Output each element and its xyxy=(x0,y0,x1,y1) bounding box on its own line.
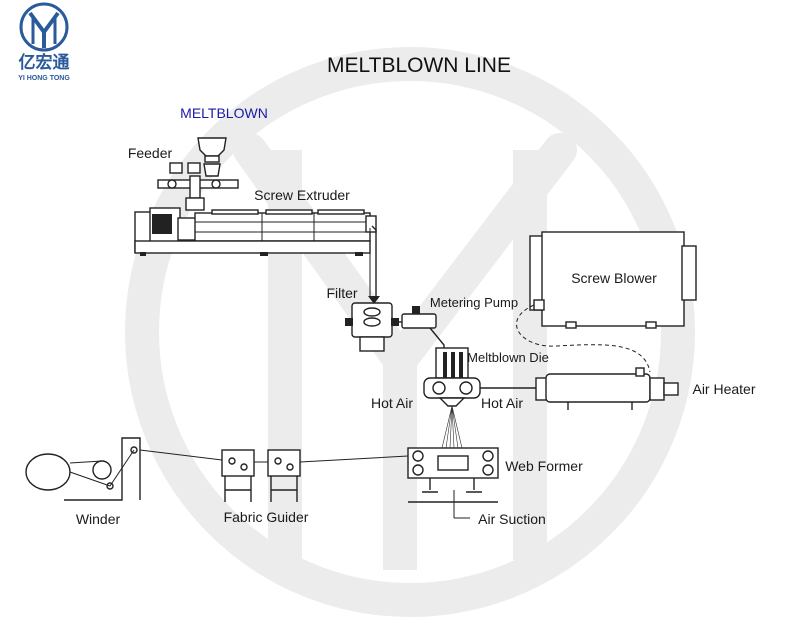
air-heater-label: Air Heater xyxy=(692,381,755,397)
screw-extruder-label: Screw Extruder xyxy=(254,187,350,203)
winder xyxy=(25,437,141,501)
screw-blower xyxy=(529,231,697,329)
screw-extruder xyxy=(134,207,377,256)
metering-pump-label: Metering Pump xyxy=(430,295,518,310)
watermark-logo xyxy=(125,47,695,617)
web-former-label: Web Former xyxy=(505,458,583,474)
feeder-label: Feeder xyxy=(128,145,173,161)
air-duct xyxy=(516,304,651,373)
fiber-spray xyxy=(441,405,463,449)
metering-pump xyxy=(392,306,445,357)
winder-label: Winder xyxy=(76,511,121,527)
hot-air-right-label: Hot Air xyxy=(481,395,523,411)
page-title: MELTBLOWN LINE xyxy=(327,54,511,77)
filter-label: Filter xyxy=(326,285,357,301)
hot-air-left-label: Hot Air xyxy=(371,395,413,411)
feeder xyxy=(157,137,239,211)
air-suction-label: Air Suction xyxy=(478,511,546,527)
fabric-guider xyxy=(221,449,301,502)
logo-english-text: YI HONG TONG xyxy=(18,75,70,82)
air-heater xyxy=(535,367,679,410)
web-former xyxy=(407,447,499,519)
company-logo: 亿宏通 YI HONG TONG xyxy=(18,2,70,82)
meltblown-die xyxy=(423,347,481,407)
meltblown-die-label: Meltblown Die xyxy=(467,350,549,365)
logo-chinese-text: 亿宏通 xyxy=(19,52,70,73)
fabric-guider-label: Fabric Guider xyxy=(224,509,309,525)
screw-blower-label: Screw Blower xyxy=(571,270,657,286)
meltblown-label: MELTBLOWN xyxy=(180,105,268,121)
